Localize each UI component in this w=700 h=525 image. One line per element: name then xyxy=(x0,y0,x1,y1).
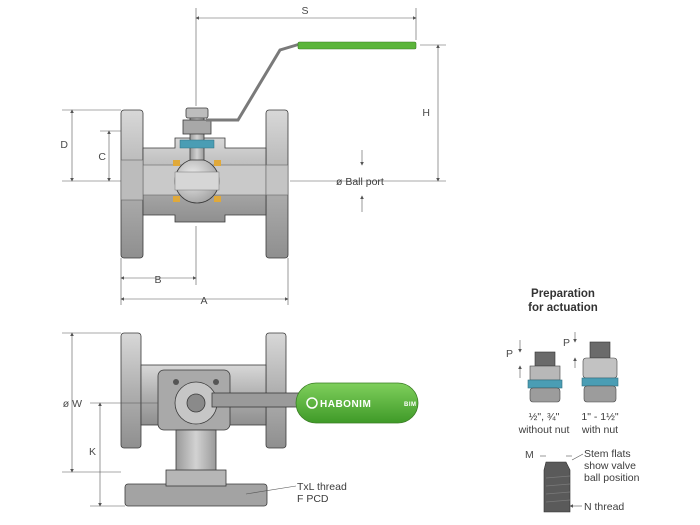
seat-seal xyxy=(173,196,180,202)
bore-right xyxy=(265,164,289,196)
large-note-label: with nut xyxy=(581,424,618,436)
bolt xyxy=(173,379,179,385)
section-dimensions: S H D C B A ø Ball port xyxy=(60,5,446,307)
dim-s-label: S xyxy=(301,5,308,17)
gland-nut xyxy=(182,119,212,135)
small-note-label: without nut xyxy=(518,424,570,436)
dim-a-label: A xyxy=(200,295,207,307)
stem xyxy=(189,111,205,161)
handle-badge: BIM xyxy=(404,402,417,408)
handle-rod xyxy=(206,42,301,122)
seat-seal xyxy=(173,160,180,166)
left-flange-end xyxy=(120,332,142,449)
bolt xyxy=(213,379,219,385)
actuation-title-line2: for actuation xyxy=(528,302,598,314)
n-thread-label: N thread xyxy=(584,501,624,513)
end-view: HABONIM BIM xyxy=(120,332,419,507)
bore-left xyxy=(120,159,144,201)
thread-label-line1: TxL thread xyxy=(297,481,347,493)
seat-seal xyxy=(214,160,221,166)
dim-k-label: K xyxy=(89,446,96,458)
dim-b-label: B xyxy=(154,274,161,286)
actuation-panel: Preparation for actuation P P ½", ¾" wit… xyxy=(506,288,640,513)
mounting-pad xyxy=(124,483,268,507)
actuation-title-line1: Preparation xyxy=(531,288,595,300)
stem-small xyxy=(527,351,563,403)
dim-m-label: M xyxy=(525,449,534,461)
handle-grip-end xyxy=(295,382,419,424)
small-size-label: ½", ¾" xyxy=(529,411,560,423)
stem-flats xyxy=(543,461,571,513)
handle-arm xyxy=(211,392,301,408)
stem-nut xyxy=(185,107,209,119)
dim-d-label: D xyxy=(60,139,68,151)
end-dimensions: ø W K TxL thread F PCD xyxy=(62,332,347,507)
thread-label-line2: F PCD xyxy=(297,493,329,505)
habonim-logo-icon xyxy=(306,397,318,409)
mounting-collar xyxy=(165,469,227,487)
dim-p2-label: P xyxy=(563,337,570,349)
section-view xyxy=(120,41,417,259)
stem-large xyxy=(581,341,619,403)
dim-h-label: H xyxy=(422,107,430,119)
stem-flats-line1: Stem flats xyxy=(584,448,631,460)
ball-port-label: ø Ball port xyxy=(336,176,384,188)
stem-seal xyxy=(179,139,215,149)
right-flange-end xyxy=(265,332,287,449)
stem-flats-line3: ball position xyxy=(584,472,640,484)
stem-nut-top xyxy=(186,393,206,413)
stem-flats-line2: show valve xyxy=(584,460,636,472)
handle-grip xyxy=(297,41,417,50)
seat-seal xyxy=(214,196,221,202)
dim-w-label: ø W xyxy=(63,398,82,410)
handle-brand: HABONIM xyxy=(320,399,371,410)
large-size-label: 1" - 1½" xyxy=(581,411,618,423)
mounting-neck xyxy=(175,429,217,473)
dim-p1-label: P xyxy=(506,348,513,360)
ball-port xyxy=(174,171,220,191)
dim-c-label: C xyxy=(98,151,106,163)
